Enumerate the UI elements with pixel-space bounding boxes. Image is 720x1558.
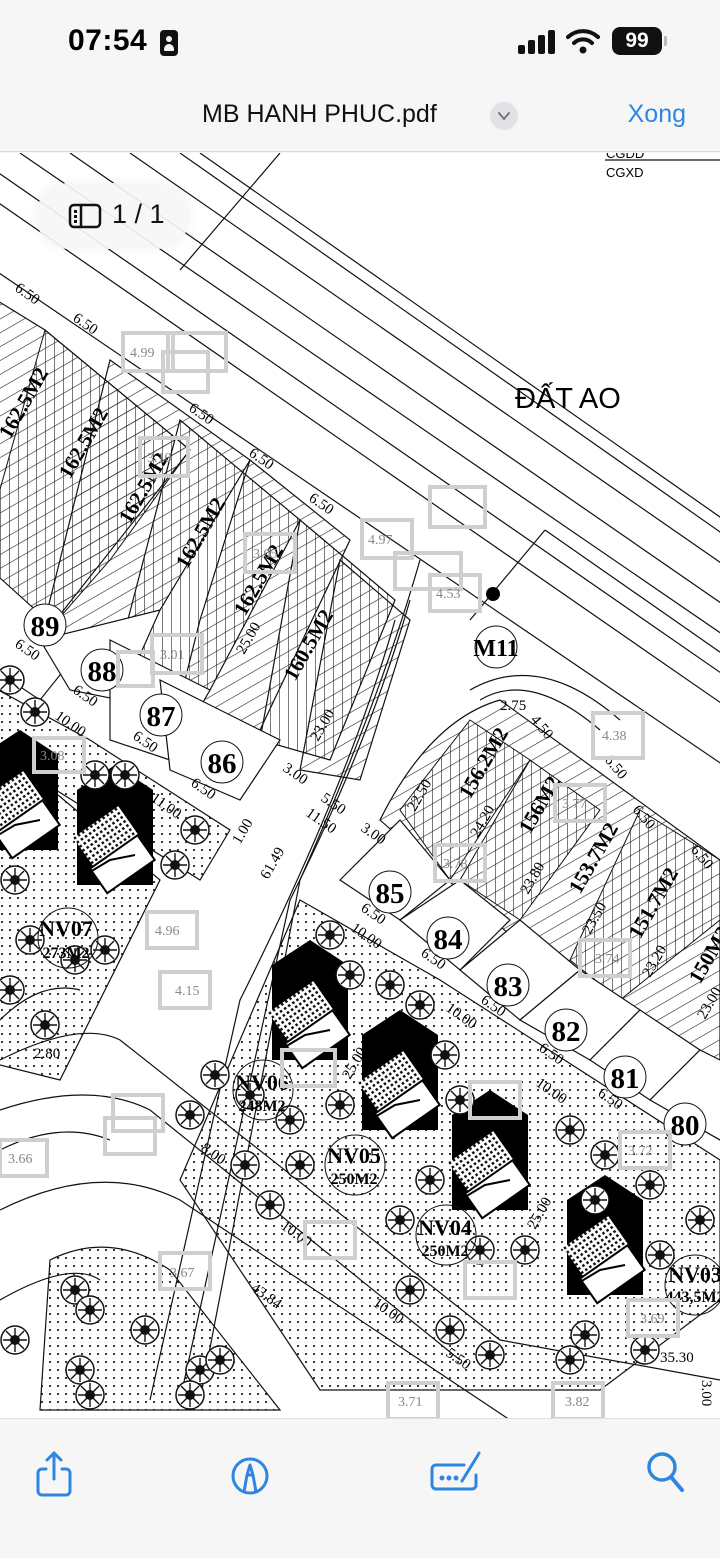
wifi-icon [566, 29, 600, 54]
markup-button[interactable] [222, 1445, 278, 1501]
svg-text:35.30: 35.30 [660, 1350, 694, 1366]
svg-text:3.08: 3.08 [40, 749, 65, 764]
cellular-signal-icon [518, 28, 558, 54]
bottom-toolbar [0, 1418, 720, 1558]
svg-text:82: 82 [552, 1016, 581, 1048]
search-button[interactable] [638, 1445, 694, 1501]
svg-text:NV04: NV04 [418, 1215, 472, 1240]
svg-text:85: 85 [376, 878, 405, 910]
done-button[interactable]: Xong [627, 100, 686, 128]
svg-text:3.00: 3.00 [698, 1380, 714, 1406]
svg-text:87: 87 [147, 701, 176, 733]
svg-text:3.01: 3.01 [160, 648, 185, 663]
svg-text:NV06: NV06 [235, 1070, 289, 1095]
document-title[interactable]: MB HANH PHUC.pdf [202, 100, 437, 128]
svg-text:61.49: 61.49 [258, 845, 289, 882]
svg-text:CGXD: CGXD [606, 165, 644, 180]
svg-text:3.69: 3.69 [640, 1312, 665, 1327]
svg-text:3.77: 3.77 [562, 797, 587, 812]
svg-text:NV03: NV03 [668, 1262, 720, 1287]
svg-text:NV07: NV07 [39, 916, 93, 941]
status-bar: 07:54 99 [0, 0, 720, 86]
svg-text:273M2: 273M2 [42, 945, 89, 962]
markup-icon [231, 1457, 269, 1495]
svg-text:83: 83 [494, 971, 523, 1003]
fill-and-sign-button[interactable] [428, 1445, 484, 1501]
share-button[interactable] [26, 1445, 82, 1501]
svg-text:4.97: 4.97 [368, 533, 393, 548]
svg-text:3.67: 3.67 [170, 1266, 195, 1281]
svg-text:3.66: 3.66 [8, 1152, 33, 1167]
svg-text:4.99: 4.99 [130, 346, 155, 361]
share-icon [36, 1451, 72, 1497]
page-count: 1 / 1 [112, 199, 165, 229]
svg-text:3.05: 3.05 [253, 547, 278, 562]
svg-text:250M2: 250M2 [330, 1171, 377, 1188]
battery-indicator: 99 [612, 27, 667, 55]
pdf-page-view[interactable]: 89 88 87 86 85 84 83 82 81 80 M11 162.5M… [0, 153, 720, 1418]
focus-mode-icon [160, 30, 178, 56]
chevron-down-icon [498, 112, 510, 121]
svg-text:NV05: NV05 [327, 1143, 381, 1168]
svg-text:3.82: 3.82 [565, 1395, 590, 1410]
svg-text:80: 80 [671, 1110, 700, 1142]
svg-text:248M2: 248M2 [238, 1098, 285, 1115]
svg-text:88: 88 [88, 656, 117, 688]
svg-text:2.75: 2.75 [500, 698, 526, 714]
svg-text:4.15: 4.15 [175, 984, 200, 999]
svg-text:250M2: 250M2 [421, 1243, 468, 1260]
svg-text:4.38: 4.38 [602, 729, 627, 744]
svg-text:CGDD: CGDD [606, 153, 644, 161]
svg-text:84: 84 [434, 924, 463, 956]
svg-text:86: 86 [208, 748, 237, 780]
svg-text:3.72: 3.72 [628, 1144, 653, 1159]
svg-text:443,5M2: 443,5M2 [665, 1289, 720, 1306]
sidebar-icon [68, 203, 102, 229]
svg-text:89: 89 [31, 611, 60, 643]
svg-text:81: 81 [611, 1063, 640, 1095]
svg-text:3.78: 3.78 [443, 857, 468, 872]
svg-text:2.80: 2.80 [34, 1046, 60, 1062]
svg-text:3.10: 3.10 [147, 451, 172, 466]
status-time: 07:54 [68, 24, 148, 57]
svg-text:3.71: 3.71 [398, 1395, 423, 1410]
svg-text:ĐẤT AO: ĐẤT AO [515, 381, 621, 415]
search-icon [647, 1452, 684, 1492]
svg-text:4.53: 4.53 [436, 587, 461, 602]
svg-text:3.74: 3.74 [595, 952, 620, 967]
title-menu-button[interactable] [490, 102, 518, 130]
svg-text:1.00: 1.00 [230, 816, 257, 847]
page-indicator[interactable]: 1 / 1 [36, 183, 190, 249]
svg-text:6.50: 6.50 [70, 310, 101, 338]
navigation-bar: MB HANH PHUC.pdf Xong [0, 86, 720, 152]
svg-text:M11: M11 [473, 636, 518, 662]
svg-text:4.96: 4.96 [155, 924, 180, 939]
signature-icon [430, 1451, 481, 1491]
site-plan-drawing: 89 88 87 86 85 84 83 82 81 80 M11 162.5M… [0, 153, 720, 1418]
